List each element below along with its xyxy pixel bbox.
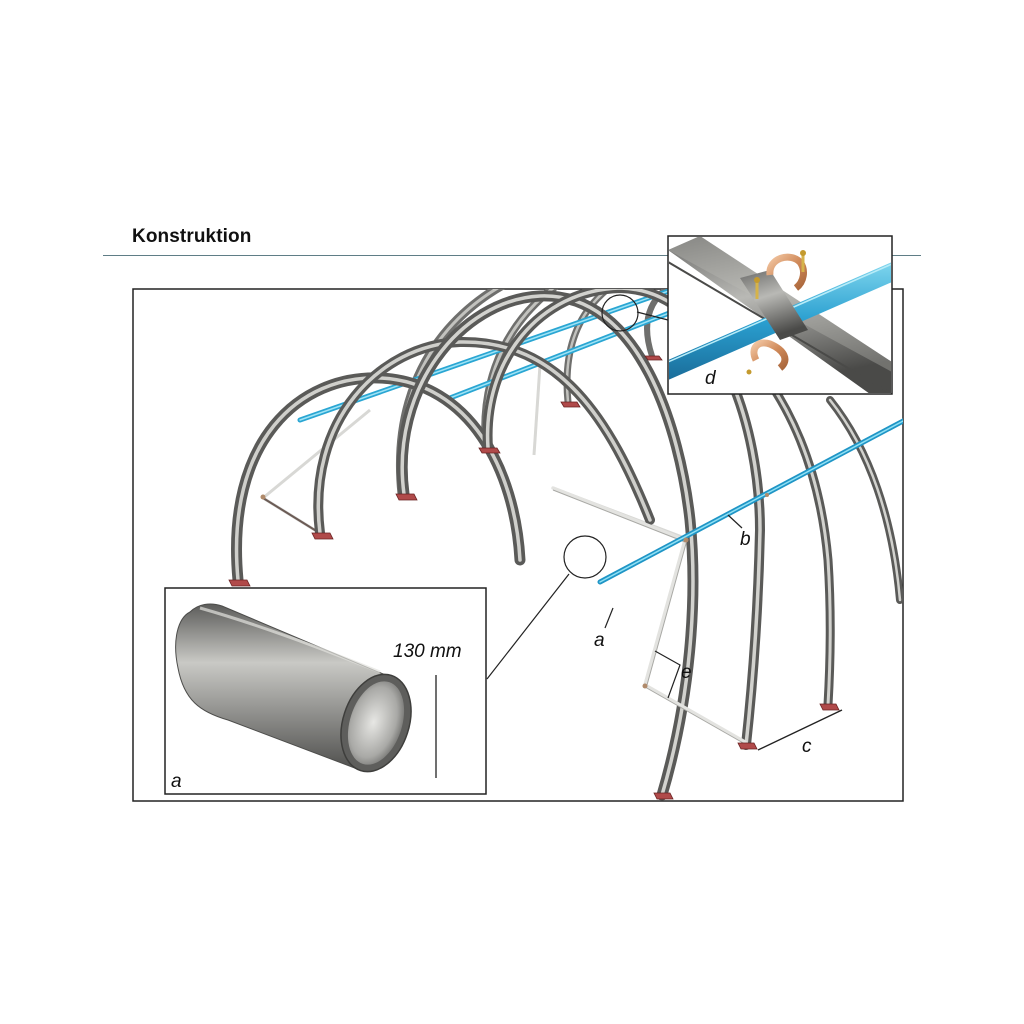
arch-far-0 [644, 289, 672, 359]
purlin-front [597, 418, 903, 585]
inset-a-label: a [171, 771, 182, 792]
arch-front-2 [313, 336, 655, 538]
inset-d-label: d [705, 368, 717, 389]
bracing-front [551, 486, 747, 744]
detail-d-callout-circle [601, 294, 639, 332]
title-rule [103, 255, 921, 256]
arch-front-1 [231, 372, 526, 586]
label-a-main: a [594, 630, 605, 651]
section-title: Konstruktion [132, 226, 252, 247]
bracing-back-dark [262, 497, 319, 533]
leader-a-inset [486, 573, 570, 680]
label-b: b [740, 529, 751, 550]
label-c: c [802, 736, 812, 757]
leader-b [727, 514, 743, 529]
inset-d-clamp-detail: d [667, 235, 893, 395]
dimension-c-line [757, 709, 843, 751]
arch-front-3 [396, 290, 699, 801]
leader-e [654, 650, 681, 699]
bracing-front-outline [552, 489, 746, 745]
detail-a-callout-circle [563, 535, 607, 579]
base-plates [228, 355, 840, 800]
label-e: e [681, 662, 692, 683]
leader-a-main [604, 607, 614, 629]
arch-5 [739, 345, 835, 710]
arch-far-1 [563, 289, 614, 406]
leader-d-inset [636, 311, 669, 321]
inset-a-dimension: 130 mm [393, 641, 462, 662]
joint-markers [260, 493, 769, 689]
inset-a-tube-detail: 130 mm a [164, 587, 487, 795]
arch-6 [826, 396, 903, 604]
greenhouse-structure [228, 289, 903, 801]
